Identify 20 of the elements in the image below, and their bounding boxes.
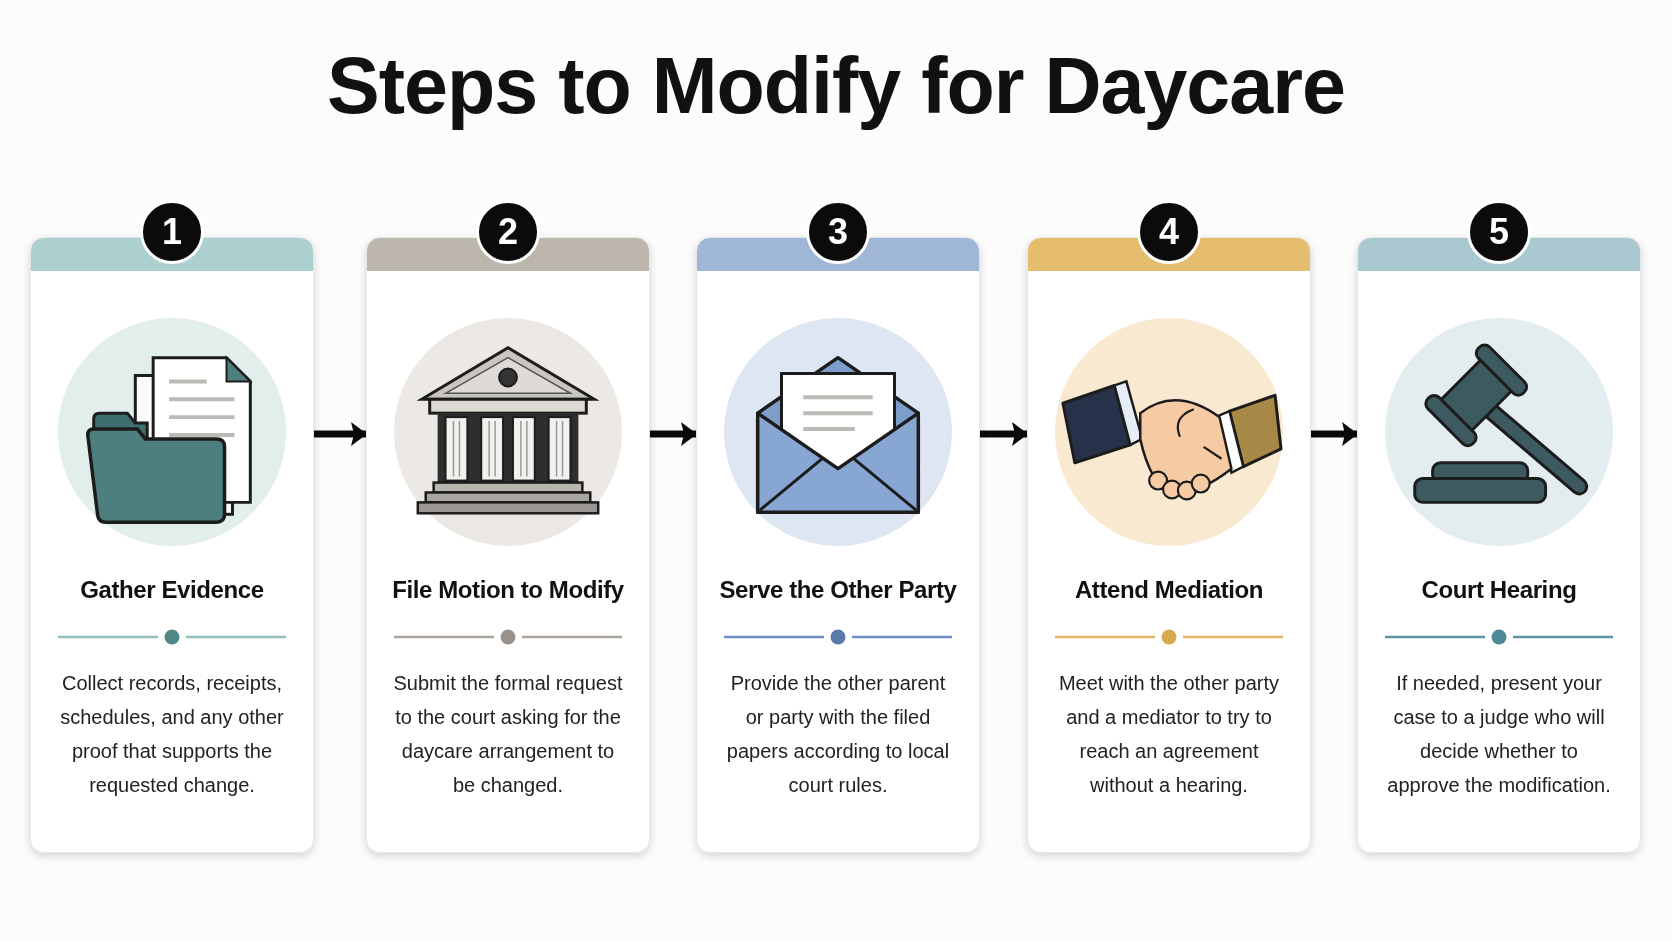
step-title: Serve the Other Party (719, 576, 957, 604)
step-description: Meet with the other party and a mediator to try to reach an agreement without a hearing. (1057, 671, 1281, 798)
step-title: Attend Mediation (1074, 576, 1264, 604)
step-description: If needed, present your case to a judge who will decide whether to approve the modification. (1386, 671, 1612, 798)
step-number: 3 (806, 200, 870, 264)
arrow (314, 422, 367, 446)
arrow (650, 422, 697, 446)
step-number: 2 (476, 200, 540, 264)
arrow (1311, 422, 1358, 446)
arrow (980, 422, 1028, 446)
step-title: Court Hearing (1421, 576, 1577, 604)
step-number: 4 (1137, 200, 1201, 264)
step-description: Submit the formal request to the court asking for the daycare arrangement to be changed. (392, 671, 624, 798)
step-description: Provide the other parent or party with the filed papers according to local court rules. (725, 671, 951, 798)
step-title: Gather Evidence (80, 576, 264, 604)
step-number: 5 (1467, 200, 1531, 264)
step-title: File Motion to Modify (392, 576, 624, 604)
step-number: 1 (140, 200, 204, 264)
step-description: Collect records, receipts, schedules, and any other proof that supports the requested change. (59, 671, 285, 798)
title: Steps to Modify for Daycare (327, 40, 1345, 132)
